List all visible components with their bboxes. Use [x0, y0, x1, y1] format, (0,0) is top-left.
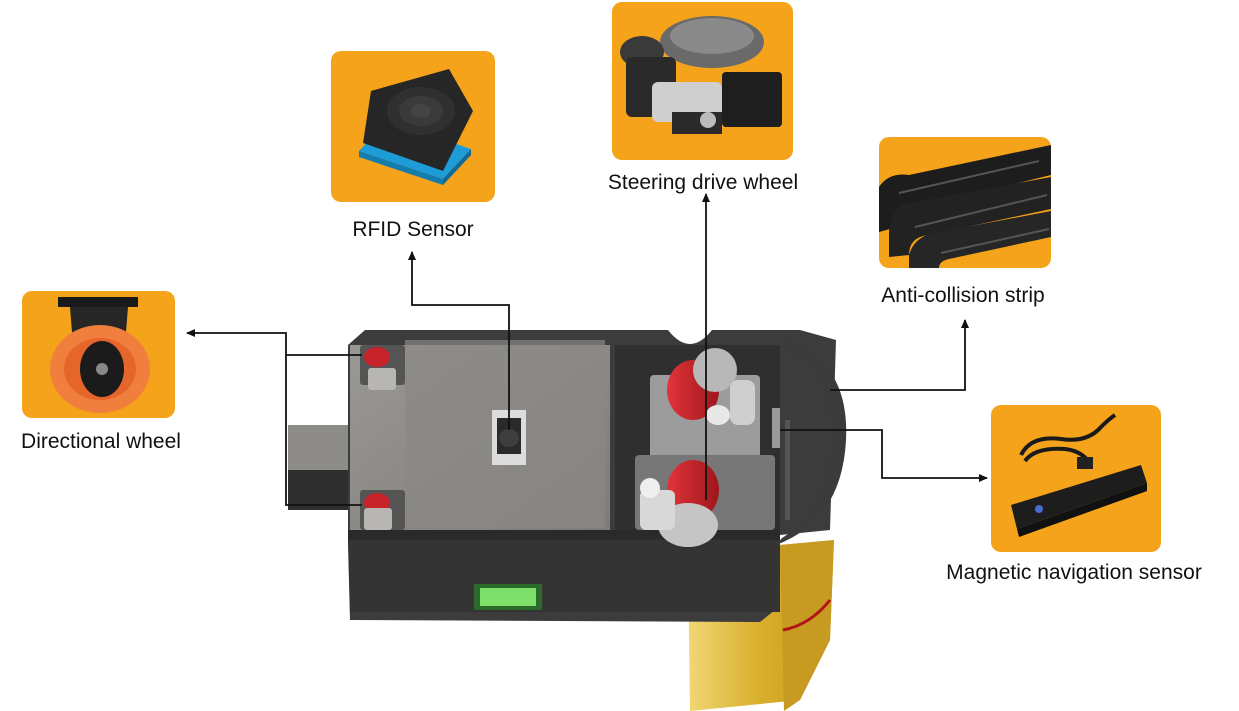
magnetic-navigation-sensor-image	[1011, 413, 1147, 537]
steering-drive-wheel-label: Steering drive wheel	[607, 171, 799, 194]
curved-strip	[772, 338, 847, 545]
leader-magnetic	[780, 429, 988, 482]
leader-lines	[186, 193, 988, 506]
leader-anti-collision	[830, 319, 969, 391]
steering-drive-wheel-card	[612, 2, 793, 160]
anti-collision-strip-image	[879, 145, 1051, 268]
directional-wheel-card	[22, 291, 175, 418]
steering-assembly	[635, 348, 775, 547]
anti-collision-strip-label: Anti-collision strip	[881, 284, 1045, 307]
leader-rfid	[408, 251, 510, 430]
anti-collision-strip-card	[879, 137, 1051, 268]
directional-wheel-label: Directional wheel	[21, 430, 181, 453]
rear-caster-top	[360, 345, 405, 390]
magnetic-navigation-sensor-label: Magnetic navigation sensor	[946, 561, 1202, 584]
rear-caster-bottom	[360, 490, 405, 530]
steering-drive-wheel-image	[620, 16, 782, 134]
magnetic-navigation-sensor-card	[991, 405, 1161, 552]
status-indicator	[474, 584, 542, 610]
leader-directional-wheel	[285, 354, 362, 506]
rfid-sensor-card	[331, 51, 495, 202]
rear-tongue	[288, 425, 350, 510]
rfid-sensor-label: RFID Sensor	[352, 218, 474, 241]
directional-wheel-image	[50, 297, 150, 413]
rfid-sensor-image	[359, 69, 473, 185]
